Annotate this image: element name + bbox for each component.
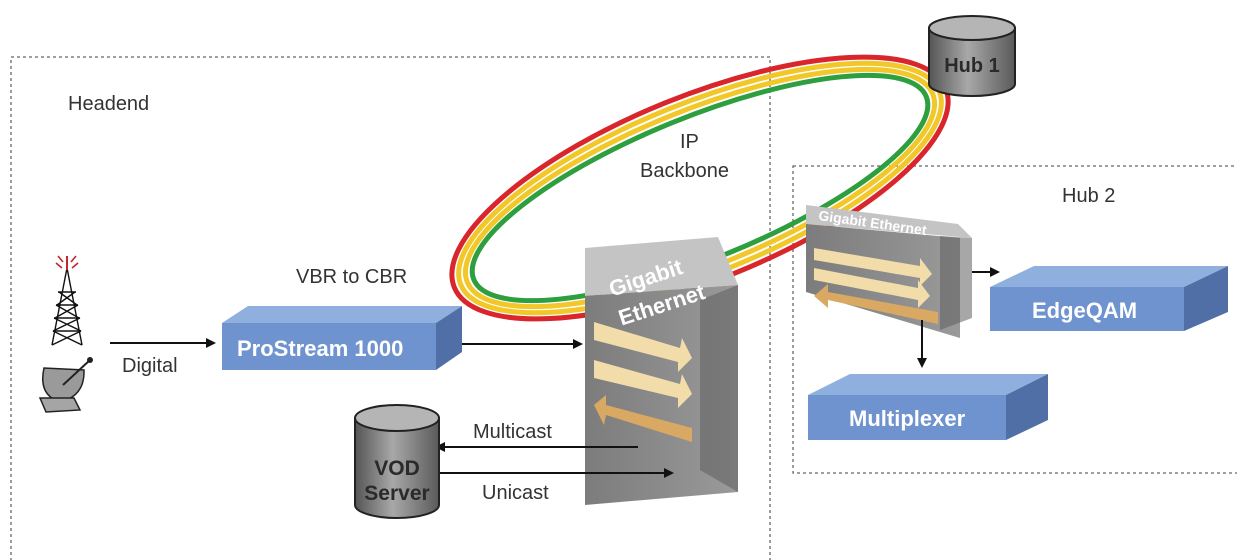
gige-hub2-arrow-right-1 — [814, 248, 932, 286]
edgeqam-label: EdgeQAM — [1032, 298, 1137, 323]
hub1-node: Hub 1 — [928, 15, 1016, 97]
gige-main-arrow-right-2 — [594, 360, 692, 408]
multiplexer-box: Multiplexer — [808, 374, 1048, 440]
gige-hub2-arrow-right-2 — [814, 268, 930, 308]
multicast-label: Multicast — [473, 421, 552, 443]
gige-hub2-arrow-left — [814, 284, 938, 324]
prostream-label: ProStream 1000 — [237, 336, 403, 361]
ring-green — [469, 72, 931, 304]
vbr-to-cbr-label: VBR to CBR — [296, 266, 407, 288]
vod-label-1: VOD — [374, 457, 420, 480]
unicast-label: Unicast — [482, 482, 549, 504]
ring-yellow-inner — [462, 66, 938, 310]
vod-server-node: VOD Server — [354, 404, 440, 519]
hub1-label: Hub 1 — [944, 55, 1000, 77]
backbone-label-line2: Backbone — [640, 160, 729, 182]
backbone-label-line1: IP — [680, 131, 699, 153]
multiplexer-label: Multiplexer — [849, 406, 966, 431]
satellite-dish-icon — [38, 357, 93, 413]
hub2-label: Hub 2 — [1062, 185, 1115, 207]
gigabit-ethernet-switch-main: Gigabit Ethernet — [585, 237, 738, 505]
hub2-region — [792, 165, 1237, 474]
gigabit-ethernet-switch-hub2: Gigabit Ethernet — [806, 205, 972, 338]
prostream-1000-box: ProStream 1000 — [222, 306, 462, 370]
antenna-tower-icon — [51, 255, 83, 346]
headend-region — [10, 56, 771, 560]
edgeqam-box: EdgeQAM — [990, 266, 1228, 331]
digital-label: Digital — [122, 355, 178, 377]
gige-main-arrow-left — [594, 395, 692, 442]
vod-label-2: Server — [364, 482, 429, 505]
headend-label: Headend — [68, 93, 149, 115]
gige-main-arrow-right-1 — [594, 322, 692, 372]
